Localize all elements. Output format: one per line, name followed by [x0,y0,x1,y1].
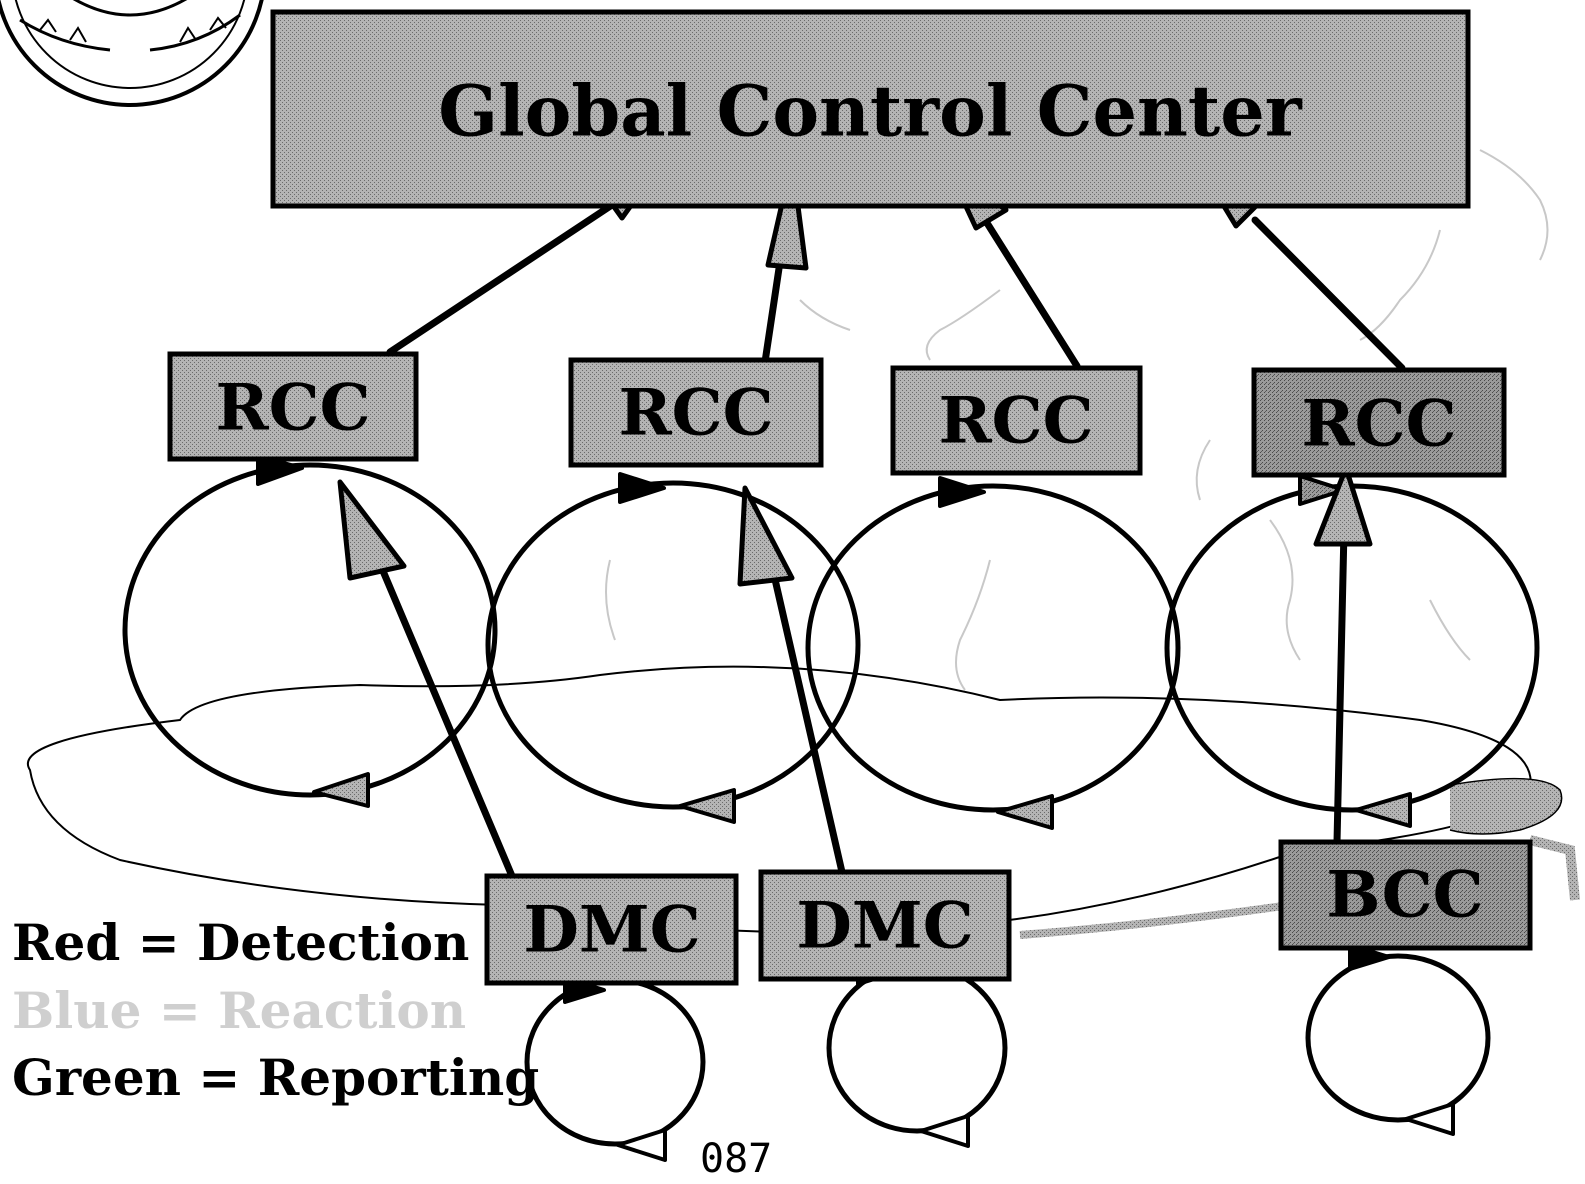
arrow-rcc3-gcc [978,211,1081,370]
small-loop-arrow-bottom-1 [616,1128,667,1162]
rcc-loop-1 [122,462,498,798]
emblem-seal [0,0,264,107]
loop-arrowheads [256,454,1455,1162]
local-to-rcc-arrows [368,526,1348,880]
loop-arrow-bottom-2 [678,788,736,824]
bcc-label: BCC [1326,858,1483,933]
rcc-label: RCC [618,376,773,451]
rcc-label: RCC [215,371,370,446]
rcc-box-3: RCC [890,365,1143,476]
arrow-bcc-rcc4 [1333,526,1348,846]
legend-reaction: Blue = Reaction [12,981,466,1040]
arrow-rcc1-gcc [386,201,616,356]
loop-arrow-top-4 [1298,474,1346,506]
dmc-label: DMC [523,893,700,968]
legend-detection: Red = Detection [12,913,469,972]
network-cloud [27,665,1580,939]
legend-reporting: Green = Reporting [12,1048,539,1107]
arrow-dmc2-rcc2 [762,536,846,876]
loop-arrow-bottom-4 [1354,792,1412,828]
rcc-loop-2 [485,480,861,810]
loop-arrow-top-1 [256,454,304,486]
page-number: 087 [700,1136,772,1182]
rcc-box-2: RCC [568,357,824,468]
small-loop-arrow-top-3 [1348,943,1391,971]
background-map-traces [605,149,1549,691]
arrow-dmc1-rcc1 [368,541,516,880]
rcc-label: RCC [1301,387,1456,462]
legend: Red = Detection Blue = Reaction Green = … [12,913,539,1107]
rcc-label: RCC [938,384,1093,459]
rcc-box-4: RCC [1251,367,1507,478]
global-control-center-box: Global Control Center [270,9,1471,209]
rcc-box-1: RCC [167,351,419,462]
rcc-loop-3 [805,483,1181,813]
bcc-box: BCC [1278,839,1533,951]
loop-arrow-top-2 [618,472,666,504]
rcc-to-gcc-arrows [386,201,1406,372]
loop-arrow-top-3 [938,476,986,508]
dmc-box-2: DMC [758,869,1012,982]
bcc-loop [1305,953,1491,1123]
global-control-center-title: Global Control Center [438,70,1302,153]
local-to-rcc-arrowheads [337,465,1373,587]
small-loop-arrow-bottom-3 [1404,1102,1455,1136]
dmc-box-1: DMC [484,873,739,986]
loop-arrow-bottom-3 [996,794,1054,830]
small-loop-arrow-bottom-2 [919,1114,970,1148]
dmc-label: DMC [796,889,973,964]
loop-arrow-bottom-1 [312,772,370,808]
dmc-loop-1 [524,977,706,1147]
dmc-loop-2 [826,962,1008,1134]
arrow-rcc4-gcc [1251,216,1406,372]
